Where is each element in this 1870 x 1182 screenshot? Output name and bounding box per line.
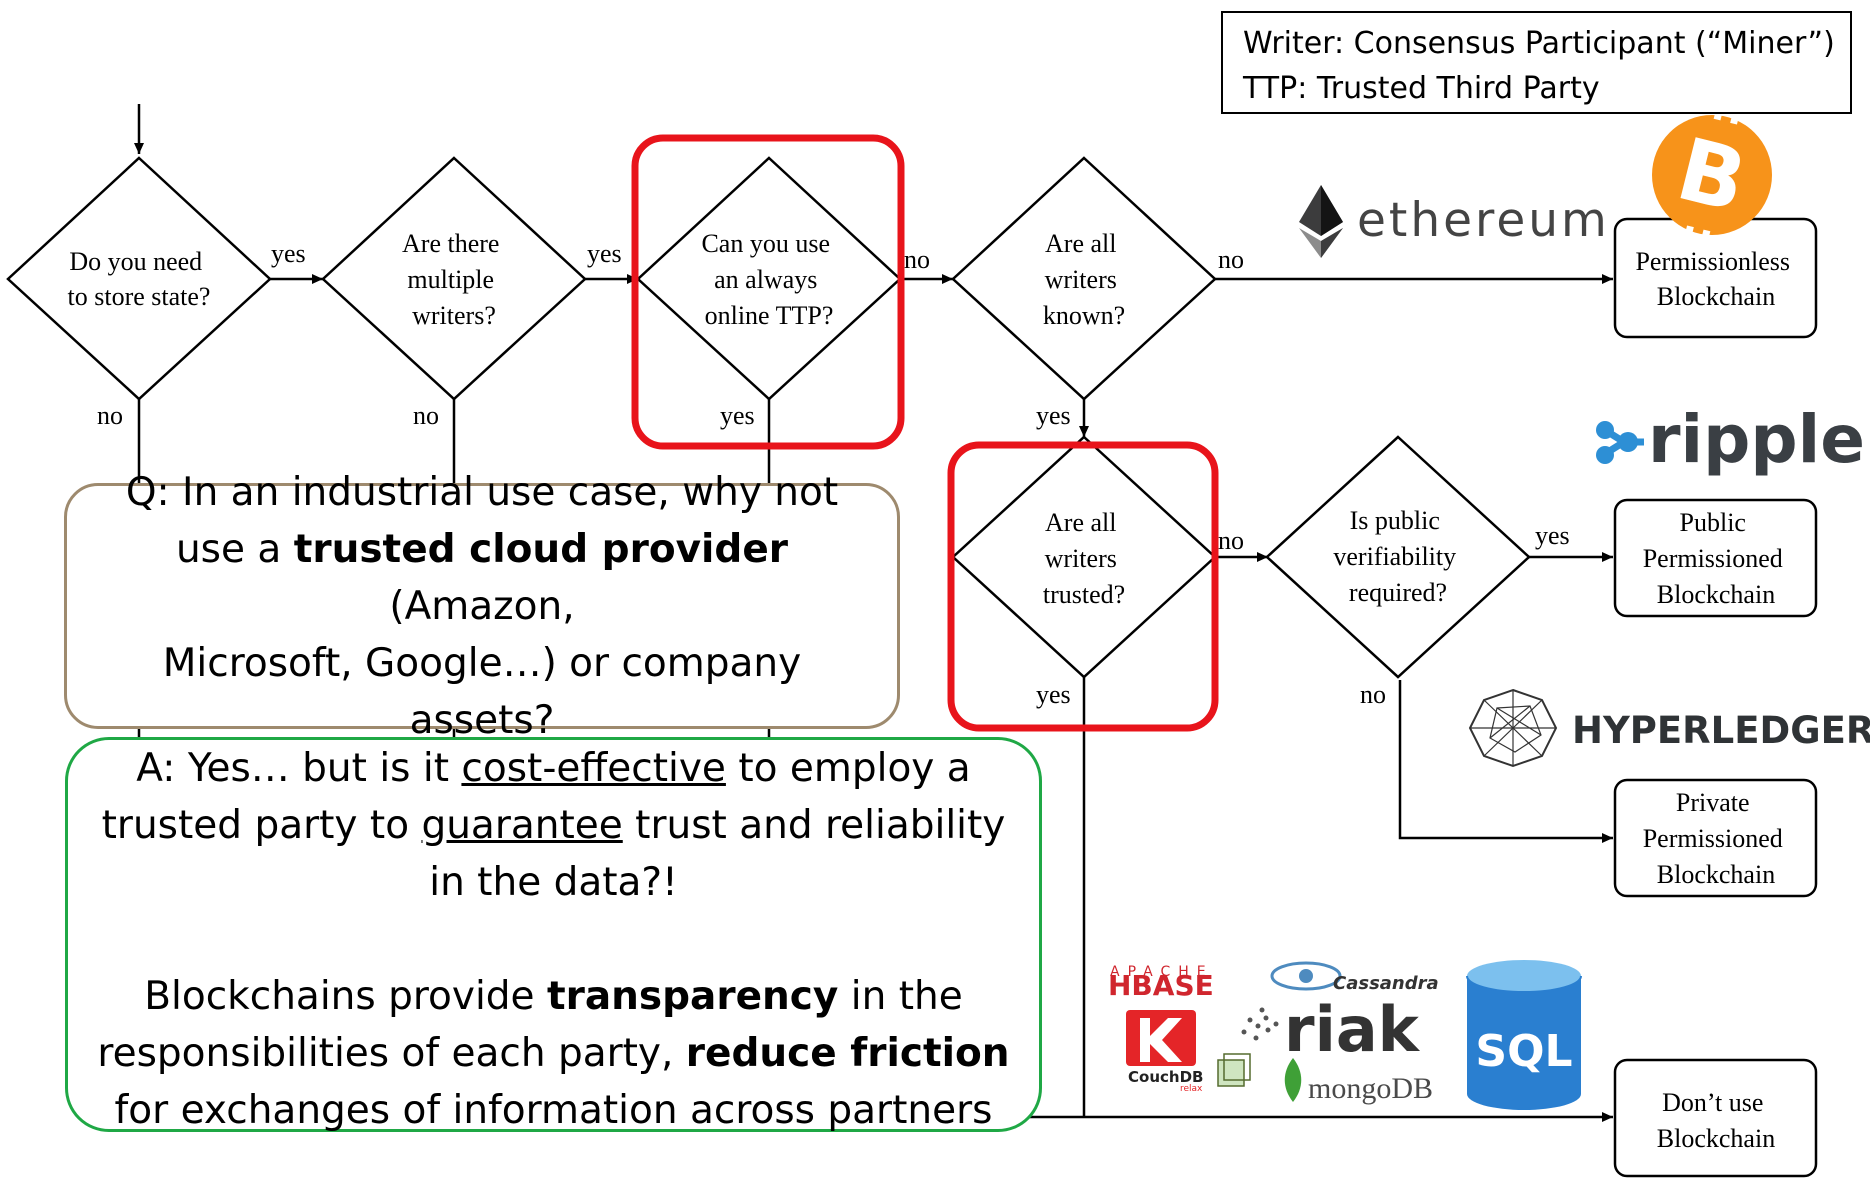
label-trusted-yes: yes (1036, 680, 1071, 709)
decision-nodes (6, 156, 1531, 679)
question-text: Q: In an industrial use case, why not us… (125, 469, 839, 743)
svg-text:Cassandra: Cassandra (1333, 973, 1439, 994)
label-known-yes: yes (1036, 401, 1071, 430)
svg-text:SQL: SQL (1475, 1026, 1572, 1077)
label-ttp-yes: yes (720, 401, 755, 430)
edge-public-privateperm (1398, 680, 1613, 843)
bitcoin-logo: B (1652, 103, 1772, 247)
outcome-private-permissioned-box (1613, 778, 1818, 898)
answer-line-1: A: Yes… but is it cost-effective to empl… (136, 746, 971, 791)
outcome-public-permissioned-text: Public Permissioned Blockchain (1643, 508, 1790, 609)
decision-online-ttp-text: Can you use an always online TTP? (701, 229, 836, 330)
decision-writers-known-text: Are all writers known? (1043, 229, 1125, 330)
ethereum-logo: ethereum (1299, 185, 1610, 258)
label-known-no: no (1218, 245, 1244, 274)
svg-text:HBASE: HBASE (1108, 969, 1214, 1002)
answer-line-6: for exchanges of information across part… (114, 1088, 993, 1133)
highlight-trusted (947, 441, 1219, 732)
svg-text:relax: relax (1180, 1084, 1203, 1094)
svg-text:CouchDB: CouchDB (1128, 1068, 1203, 1086)
label-state-yes: yes (271, 239, 306, 268)
label-multi-yes: yes (587, 239, 622, 268)
svg-text:mongoDB: mongoDB (1308, 1072, 1433, 1105)
decision-multiple-writers-text: Are there multiple writers? (402, 229, 506, 330)
answer-line-5: responsibilities of each party, reduce f… (97, 1031, 1010, 1076)
label-public-no: no (1360, 680, 1386, 709)
answer-line-4: Blockchains provide transparency in the (144, 974, 963, 1019)
decision-public-verifiability (1265, 435, 1531, 679)
svg-text:APACHE: APACHE (1110, 964, 1214, 980)
riak-logo: riak (1241, 993, 1421, 1066)
answer-callout: A: Yes… but is it cost-effective to empl… (65, 737, 1042, 1133)
label-state-no: no (97, 401, 123, 430)
hyperledger-logo: HYPERLEDGER (1468, 688, 1870, 768)
outcome-private-permissioned-text: Private Permissioned Blockchain (1643, 788, 1790, 889)
label-multi-no: no (413, 401, 439, 430)
hbase-logo: APACHE HBASE (1108, 964, 1214, 1002)
ripple-logo: ripple (1596, 401, 1865, 478)
label-ttp-no: no (904, 245, 930, 274)
decision-writers-trusted-text: Are all writers trusted? (1043, 508, 1125, 609)
decision-store-state-text: Do you need to store state? (68, 247, 211, 311)
legend-box: Writer: Consensus Participant (“Miner”) … (1221, 11, 1852, 114)
outcome-dont-use-box (1613, 1058, 1818, 1178)
sql-logo: SQL (1466, 960, 1582, 1110)
outcome-public-permissioned-box (1613, 498, 1818, 618)
decision-online-ttp (636, 156, 902, 401)
decision-multiple-writers (321, 156, 587, 401)
outcome-permissionless-box (1613, 217, 1818, 339)
couchdb-logo: CouchDB relax (1126, 1010, 1251, 1094)
question-callout: Q: In an industrial use case, why not us… (64, 470, 900, 743)
answer-line-3: in the data?! (429, 860, 678, 905)
svg-text:riak: riak (1284, 993, 1421, 1066)
label-trusted-no: no (1218, 526, 1244, 555)
decision-public-verifiability-text: Is public verifiability required? (1333, 506, 1462, 607)
svg-text:ripple: ripple (1648, 401, 1865, 478)
legend-ttp: TTP: Trusted Third Party (1243, 71, 1600, 106)
label-public-yes: yes (1535, 521, 1570, 550)
decision-writers-trusted (951, 435, 1217, 679)
svg-text:ethereum: ethereum (1357, 193, 1610, 248)
mongodb-logo: mongoDB (1284, 1058, 1433, 1105)
cassandra-logo: Cassandra (1270, 961, 1439, 994)
decision-writers-known (951, 156, 1217, 401)
decision-store-state (6, 156, 272, 401)
outcome-permissionless-text: Permissionless Blockchain (1635, 247, 1796, 311)
outcome-dont-use-text: Don’t use Blockchain (1657, 1088, 1775, 1153)
svg-text:HYPERLEDGER: HYPERLEDGER (1572, 709, 1870, 752)
highlight-ttp (631, 134, 905, 450)
highlights (631, 134, 1219, 732)
answer-line-2: trusted party to guarantee trust and rel… (101, 803, 1006, 848)
outcome-boxes (1613, 217, 1818, 1178)
legend-writer: Writer: Consensus Participant (“Miner”) (1243, 26, 1835, 61)
